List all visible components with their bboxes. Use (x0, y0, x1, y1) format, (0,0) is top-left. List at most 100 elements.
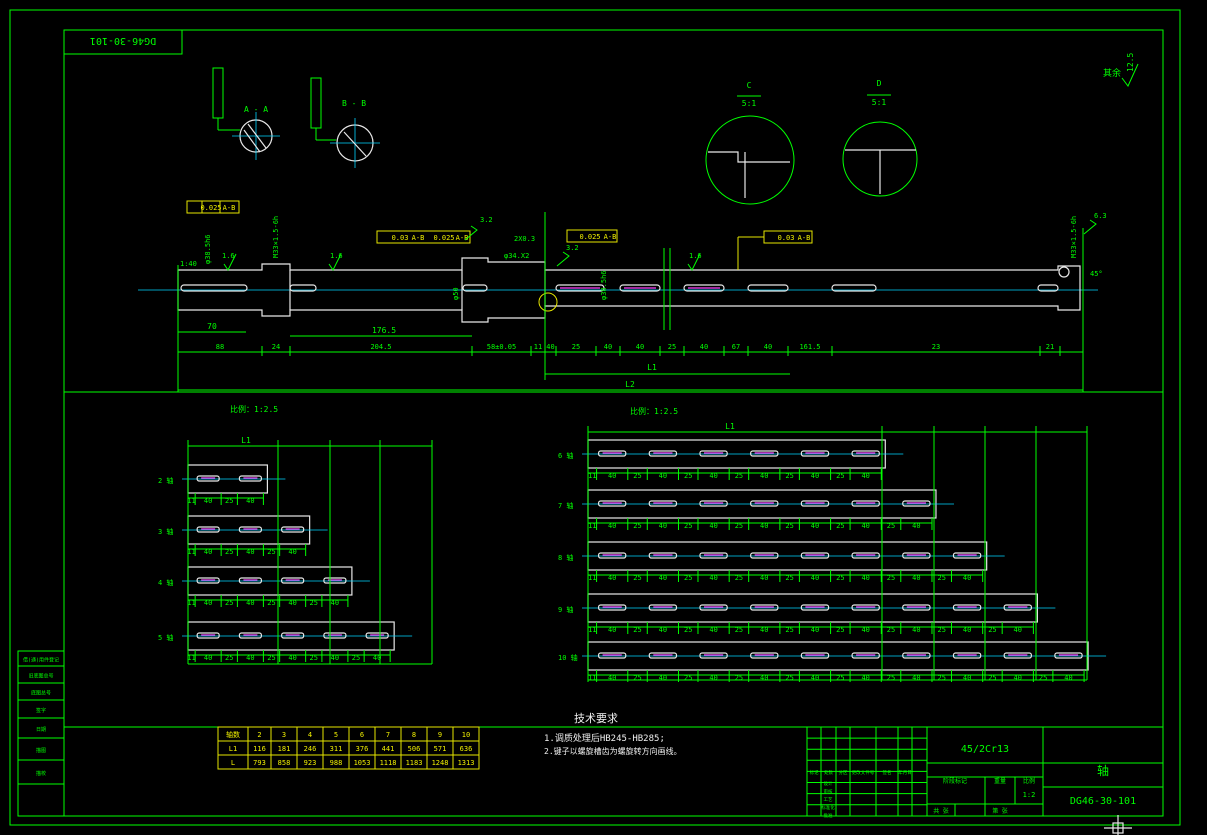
variant-keyway (699, 450, 728, 457)
variant-label: 5 轴 (158, 633, 173, 642)
variant-keyway (196, 475, 220, 482)
table-cell: 8 (412, 731, 416, 739)
overall-dimensions: L1 L2 (178, 363, 1083, 391)
variant-label: 7 轴 (558, 501, 573, 510)
variant-dim: 25 (310, 654, 318, 662)
variant-dim: 25 (887, 522, 895, 530)
table-cell: 571 (434, 745, 447, 753)
variant-dim: 25 (267, 548, 275, 556)
variant-keyway (648, 552, 678, 559)
variant-dim: 40 (709, 472, 717, 480)
sheet-total: 共 张 (933, 807, 949, 815)
variant-dim: 40 (912, 574, 920, 582)
variant-keyway (1003, 652, 1032, 659)
table-cell: L (231, 759, 235, 767)
variant-dim: 40 (760, 574, 768, 582)
shaft-dim: 58±0.05 (487, 343, 517, 351)
tol-1-datum: A-B (223, 204, 236, 212)
variant-dim: 40 (709, 626, 717, 634)
table-cell: 793 (253, 759, 266, 767)
table-cell: 6 (360, 731, 364, 739)
left-l1: L1 (241, 436, 251, 445)
sub-dim-176: 176.5 (372, 326, 396, 335)
variant-keyway (902, 552, 931, 559)
variant-dim: 25 (887, 674, 895, 682)
variant-keyway (902, 500, 931, 507)
tol-2-datum: A-B (412, 234, 425, 242)
table-cell: 4 (308, 731, 312, 739)
variant-keyway (800, 450, 830, 457)
variant-dim: 11 (588, 674, 596, 682)
table-cell: 3 (282, 731, 286, 739)
sheet-no: 第 张 (992, 807, 1008, 815)
variant-keyway (196, 526, 220, 533)
variant-dim: 40 (204, 548, 212, 556)
variant-dim: 40 (659, 472, 667, 480)
keyway (462, 284, 488, 292)
variant-dim: 40 (811, 674, 819, 682)
table-cell: 858 (278, 759, 291, 767)
variant-dim: 40 (709, 674, 717, 682)
variant-keyway (648, 652, 678, 659)
variant-dim: 40 (861, 472, 869, 480)
tol-3-value: 0.025 (433, 234, 454, 242)
variant-dim: 11 (187, 654, 195, 662)
tol-5-datum: A-B (798, 234, 811, 242)
variant-keyway (597, 500, 627, 507)
shaft-dim: 40 (764, 343, 772, 351)
strip-label: 日期 (36, 727, 46, 733)
variant-keyway (238, 526, 262, 533)
sub-dim-70: 70 (207, 322, 217, 331)
variant-dim: 40 (709, 574, 717, 582)
shaft-dim: 40 (604, 343, 612, 351)
variant-dim: 40 (912, 626, 920, 634)
thread-1: M33×1.5-6h (272, 216, 280, 258)
section-bb-label: B - B (342, 99, 366, 108)
variant-dim: 25 (988, 626, 996, 634)
variant-dim: 25 (836, 472, 844, 480)
variant-keyway (851, 450, 880, 457)
variant-dim: 40 (811, 626, 819, 634)
scale-value: 1:2 (1023, 791, 1036, 799)
tol-4-datum: A-B (604, 233, 617, 241)
variant-dim: 11 (187, 497, 195, 505)
shaft-dim: 11 (534, 343, 542, 351)
shaft-dim: 25 (668, 343, 676, 351)
rev-header: 年月日 (898, 769, 912, 776)
variant-dim: 25 (836, 574, 844, 582)
variant-dim: 40 (861, 574, 869, 582)
variant-dim: 40 (204, 599, 212, 607)
diameter-labels: φ38.5h6 φ50 φ38.5h6 M33×1.5-6h M33×1.5-6… (204, 216, 1078, 300)
roughness-marks: 1.6 1.6 3.2 1.6 6.3 3.2 (222, 212, 1107, 271)
angle-label: 45° (1090, 270, 1103, 278)
roughness-other-label: 其余 (1103, 67, 1121, 79)
strip-label: 借(通)用件登记 (23, 657, 59, 664)
material: 45/2Cr13 (961, 744, 1009, 755)
roughness-3: 3.2 (480, 216, 493, 224)
variant-dim: 40 (204, 497, 212, 505)
variant-keyway (597, 450, 627, 457)
shaft-dim: 204.5 (370, 343, 391, 351)
table-cell: 311 (330, 745, 343, 753)
variant-keyway (238, 632, 262, 639)
roughness-2: 1.6 (330, 252, 343, 260)
variant-keyway (800, 552, 830, 559)
layout-scale-left: 比例：1:2.5 (230, 404, 278, 414)
tol-1-value: 0.025 (200, 204, 221, 212)
rev-header: 签名 (883, 769, 892, 776)
table-cell: 轴数 (226, 730, 240, 739)
variant-dim: 40 (246, 654, 254, 662)
note-line-1: 1.调质处理后HB245-HB285; (544, 732, 665, 744)
crosshair-icon (1104, 815, 1132, 835)
variant-keyway (648, 500, 678, 507)
table-cell: 10 (462, 731, 470, 739)
keyway (555, 284, 605, 292)
variant-dim: 25 (684, 626, 692, 634)
table-cell: L1 (229, 745, 237, 753)
variant-dim: 25 (735, 574, 743, 582)
variant-keyway (1054, 652, 1083, 659)
